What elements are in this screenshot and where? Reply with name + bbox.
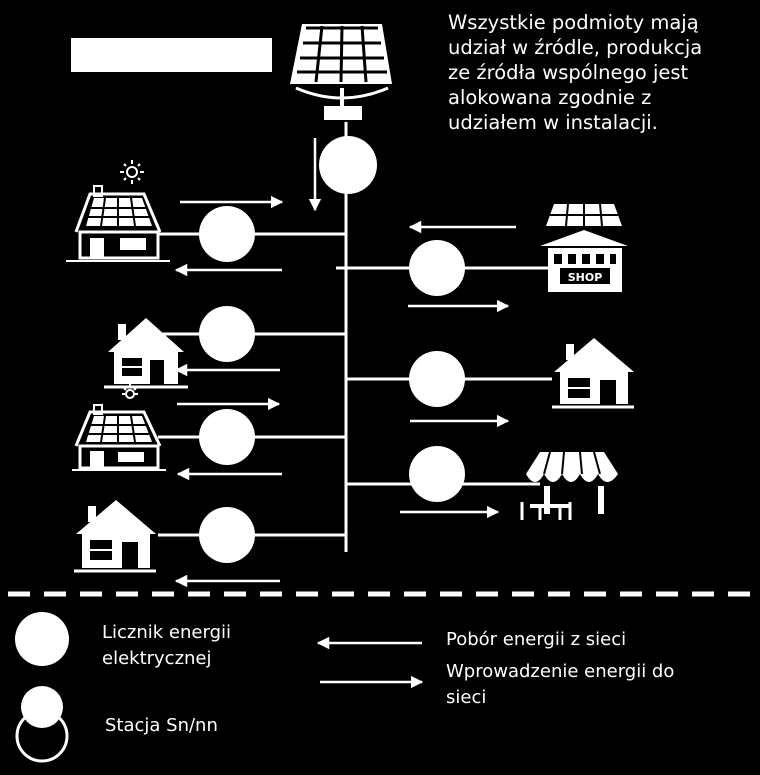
legend-meter-label-line-1: Licznik energii: [102, 622, 231, 643]
caption-line-2: udział w źródle, produkcja: [448, 36, 703, 59]
energy-meter-left-3: [199, 409, 255, 465]
legend-import-label: Pobór energii z sieci: [446, 629, 627, 650]
caption-line-4: alokowana zgodnie z: [448, 86, 652, 109]
legend-station-label: Stacja Sn/nn: [105, 715, 218, 736]
legend-meter-label: Licznik energii elektrycznej: [102, 620, 231, 672]
shop-with-solar-panel-icon: SHOP: [540, 203, 628, 292]
right-flow-arrows: [400, 220, 516, 519]
caption-line-1: Wszystkie podmioty mają: [448, 11, 699, 34]
house-with-solar-panel-icon: [72, 384, 166, 471]
legend-export-label: Wprowadzenie energii do sieci: [446, 659, 674, 711]
source-energy-meter: [319, 136, 377, 194]
left-flow-arrows: [174, 195, 284, 588]
legend-meter-label-line-2: elektrycznej: [102, 648, 212, 669]
caption-line-3: ze źródła wspólnego jest: [448, 61, 689, 84]
legend-export-label-line-1: Wprowadzenie energii do: [446, 661, 675, 682]
energy-meter-right-3: [409, 446, 465, 502]
energy-meter-left-1: [199, 206, 255, 262]
energy-meter-right-2: [409, 351, 465, 407]
cafe-icon: [520, 451, 618, 520]
shop-label: SHOP: [568, 271, 603, 284]
house-icon: [552, 338, 634, 409]
solar-panel-icon: [290, 24, 392, 120]
caption-line-5: udziałem w instalacji.: [448, 111, 658, 134]
legend-station-icon: [15, 686, 69, 763]
energy-meter-left-4: [199, 507, 255, 563]
caption: Wszystkie podmioty mają udział w źródle,…: [448, 10, 753, 135]
legend-export-label-line-2: sieci: [446, 687, 487, 708]
house-icon: [104, 318, 188, 389]
left-branch-lines: [158, 232, 346, 537]
house-icon: [74, 500, 156, 573]
energy-meter-left-2: [199, 306, 255, 362]
title-box: [71, 38, 272, 72]
legend-energy-meter-icon: [15, 612, 69, 666]
house-with-solar-panel-icon: [66, 160, 170, 262]
energy-meter-right-1: [409, 240, 465, 296]
